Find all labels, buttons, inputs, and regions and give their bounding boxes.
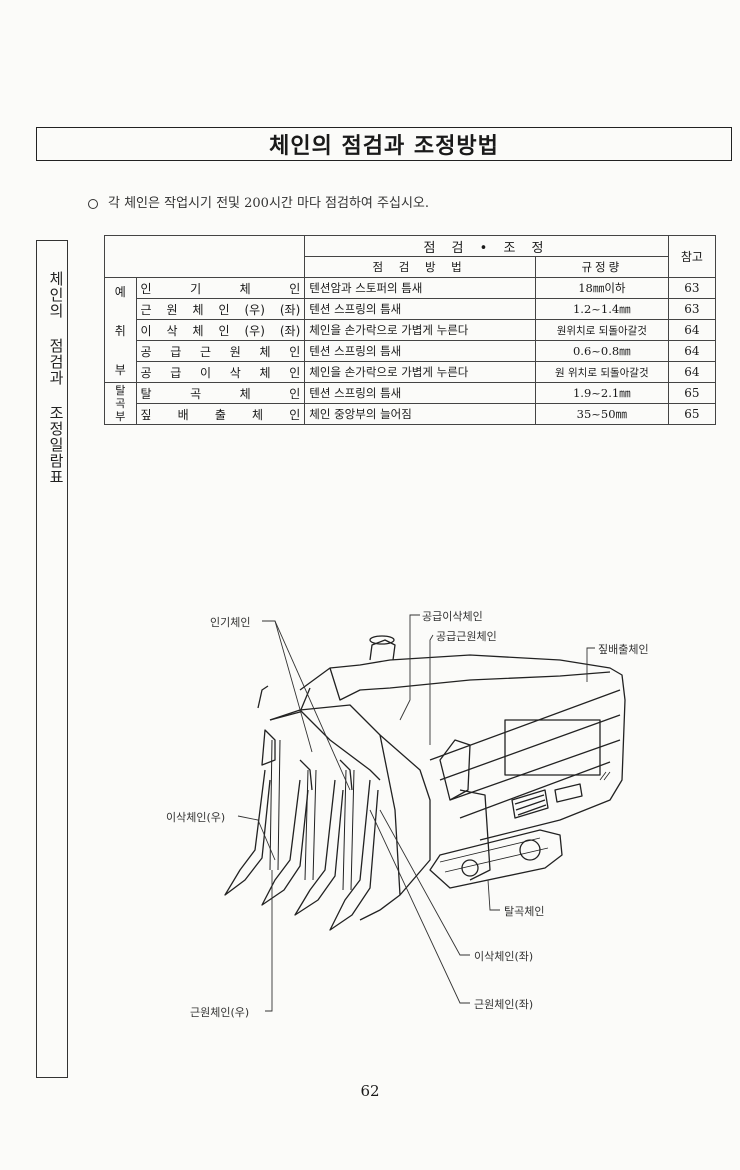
instruction-note: 각 체인은 작업시기 전및 200시간 마다 점검하여 주십시오.: [88, 192, 429, 211]
label-ear-chain-right: 이삭체인(우): [166, 811, 226, 824]
side-label-box: 체인의 점검과 조정일람표: [36, 240, 68, 1078]
chain-spec-table: 점 검 • 조 정 참고 점 검 방 법 규정량 예 취 부 인 기 체 인 텐…: [103, 235, 717, 425]
chain-name: 탈 곡 체 인: [135, 382, 306, 404]
header-spec: 규정량: [534, 256, 669, 278]
check-method: 체인 중앙부의 늘어짐: [304, 403, 536, 425]
header-method: 점 검 방 법: [304, 256, 536, 278]
check-method: 텐션 스프링의 틈새: [304, 298, 536, 320]
group-char: 부: [115, 409, 126, 423]
label-straw-chain: 짚배출체인: [598, 643, 649, 656]
page-title: 체인의 점검과 조정방법: [269, 134, 499, 159]
table-row: 공 급 이 삭 체 인 체인을 손가락으로 가볍게 누른다 원 위치로 되돌아갈…: [105, 361, 717, 383]
table-row: 짚 배 출 체 인 체인 중앙부의 늘어짐 35~50㎜ 65: [105, 403, 717, 425]
header-ref: 참고: [667, 235, 717, 278]
table-corner: [103, 235, 306, 278]
label-ear-chain-left: 이삭체인(좌): [474, 950, 534, 963]
chain-name: 인 기 체 인: [135, 277, 306, 299]
title-box: 체인의 점검과 조정방법: [36, 127, 732, 161]
group-label-talgok: 탈 곡 부: [104, 382, 137, 425]
spec-value: 1.2~1.4㎜: [534, 298, 669, 320]
spec-value: 18㎜이하: [534, 277, 669, 299]
group-char: 취: [114, 323, 126, 338]
label-threshing-chain: 탈곡체인: [504, 905, 545, 918]
spec-value: 원위치로 되돌아갈것: [534, 319, 669, 341]
check-method: 텐션 스프링의 틈새: [304, 340, 536, 362]
spec-value: 1.9~2.1㎜: [534, 382, 669, 404]
bullet-icon: [88, 198, 98, 209]
ref-page: 63: [667, 277, 717, 299]
label-supply-root-chain: 공급근원체인: [436, 630, 497, 643]
chain-name: 짚 배 출 체 인: [135, 403, 306, 425]
spec-value: 0.6~0.8㎜: [534, 340, 669, 362]
chain-name: 이 삭 체 인 (우) (좌): [135, 319, 306, 341]
table-row: 이 삭 체 인 (우) (좌) 체인을 손가락으로 가볍게 누른다 원위치로 되…: [105, 319, 717, 341]
check-method: 텐션 스프링의 틈새: [304, 382, 536, 404]
spec-value: 35~50㎜: [534, 403, 669, 425]
header-group: 점 검 • 조 정: [304, 235, 669, 257]
label-ingi-chain: 인기체인: [210, 616, 251, 629]
label-supply-ear-chain: 공급이삭체인: [422, 610, 483, 623]
ref-page: 63: [667, 298, 717, 320]
spec-value: 원 위치로 되돌아갈것: [534, 361, 669, 383]
side-label: 체인의 점검과 조정일람표: [47, 271, 65, 485]
ref-page: 65: [667, 382, 717, 404]
check-method: 텐션암과 스토퍼의 틈새: [304, 277, 536, 299]
page-number: 62: [360, 1082, 380, 1100]
label-root-chain-right: 근원체인(우): [190, 1006, 250, 1019]
ref-page: 64: [667, 340, 717, 362]
check-method: 체인을 손가락으로 가볍게 누른다: [304, 319, 536, 341]
chain-name: 근 원 체 인 (우) (좌): [135, 298, 306, 320]
group-char: 부: [114, 362, 126, 377]
combine-diagram: [224, 614, 626, 1012]
chain-name: 공 급 근 원 체 인: [135, 340, 306, 362]
group-label-yechwi: 예 취 부: [104, 277, 137, 383]
note-text: 각 체인은 작업시기 전및 200시간 마다 점검하여 주십시오.: [108, 196, 429, 211]
chain-name: 공 급 이 삭 체 인: [135, 361, 306, 383]
check-method: 체인을 손가락으로 가볍게 누른다: [304, 361, 536, 383]
group-char: 예: [114, 284, 126, 299]
label-root-chain-left: 근원체인(좌): [474, 998, 534, 1011]
ref-page: 64: [667, 319, 717, 341]
ref-page: 64: [667, 361, 717, 383]
ref-page: 65: [667, 403, 717, 425]
table-row: 공 급 근 원 체 인 텐션 스프링의 틈새 0.6~0.8㎜ 64: [105, 340, 717, 362]
table-row: 예 취 부 인 기 체 인 텐션암과 스토퍼의 틈새 18㎜이하 63: [104, 277, 717, 383]
group-char: 탈: [115, 383, 126, 397]
table-row: 탈 곡 부 탈 곡 체 인 텐션 스프링의 틈새 1.9~2.1㎜ 65: [104, 382, 717, 425]
group-char: 곡: [115, 396, 126, 410]
table-row: 근 원 체 인 (우) (좌) 텐션 스프링의 틈새 1.2~1.4㎜ 63: [105, 298, 717, 320]
